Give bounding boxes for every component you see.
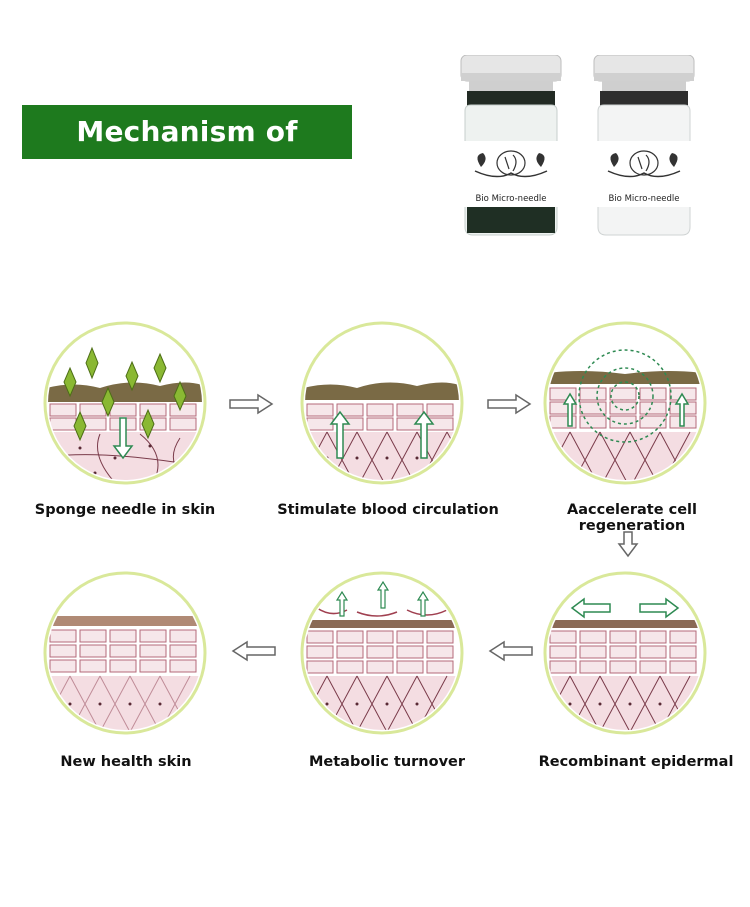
step-caption: Recombinant epidermal: [538, 754, 734, 770]
right-arrow-icon: [487, 393, 532, 415]
page-title: Mechanism of Action: [22, 105, 352, 202]
step-cell-regeneration-diagram: [543, 321, 707, 485]
left-arrow-icon: [231, 640, 276, 662]
up-arrow-icon: [335, 580, 430, 617]
step-caption: Metabolic turnover: [308, 754, 466, 770]
product-vial-clear: Bio Micro-needle: [593, 55, 695, 236]
product-label: Bio Micro-needle: [475, 194, 546, 204]
step-caption: Sponge needle in skin: [34, 502, 216, 518]
bj-monogram-logo: [607, 150, 681, 178]
left-arrow-icon: [488, 640, 533, 662]
step-caption: Stimulate blood circulation: [277, 502, 499, 518]
product-label: Bio Micro-needle: [608, 194, 679, 204]
horizontal-arrow-icon: [570, 597, 680, 619]
step-caption: Aaccelerate cell regeneration: [567, 502, 697, 534]
step-blood-circulation-diagram: [300, 321, 464, 485]
cell-layer: [49, 403, 197, 431]
bj-monogram-logo: [474, 150, 548, 178]
regeneration-ripple-icon: [578, 349, 672, 443]
micro-needle-icon: [63, 346, 187, 442]
step-recombinant-epidermal-diagram: [543, 571, 707, 735]
step-sponge-needle-diagram: [43, 321, 207, 485]
step-new-health-skin-diagram: [43, 571, 207, 735]
right-arrow-icon: [229, 393, 274, 415]
up-arrow-icon: [329, 410, 435, 459]
step-metabolic-turnover-diagram: [300, 571, 464, 735]
product-vial-dark: Bio Micro-needle: [460, 55, 562, 236]
step-caption: New health skin: [60, 754, 192, 770]
down-arrow-icon: [617, 531, 639, 558]
